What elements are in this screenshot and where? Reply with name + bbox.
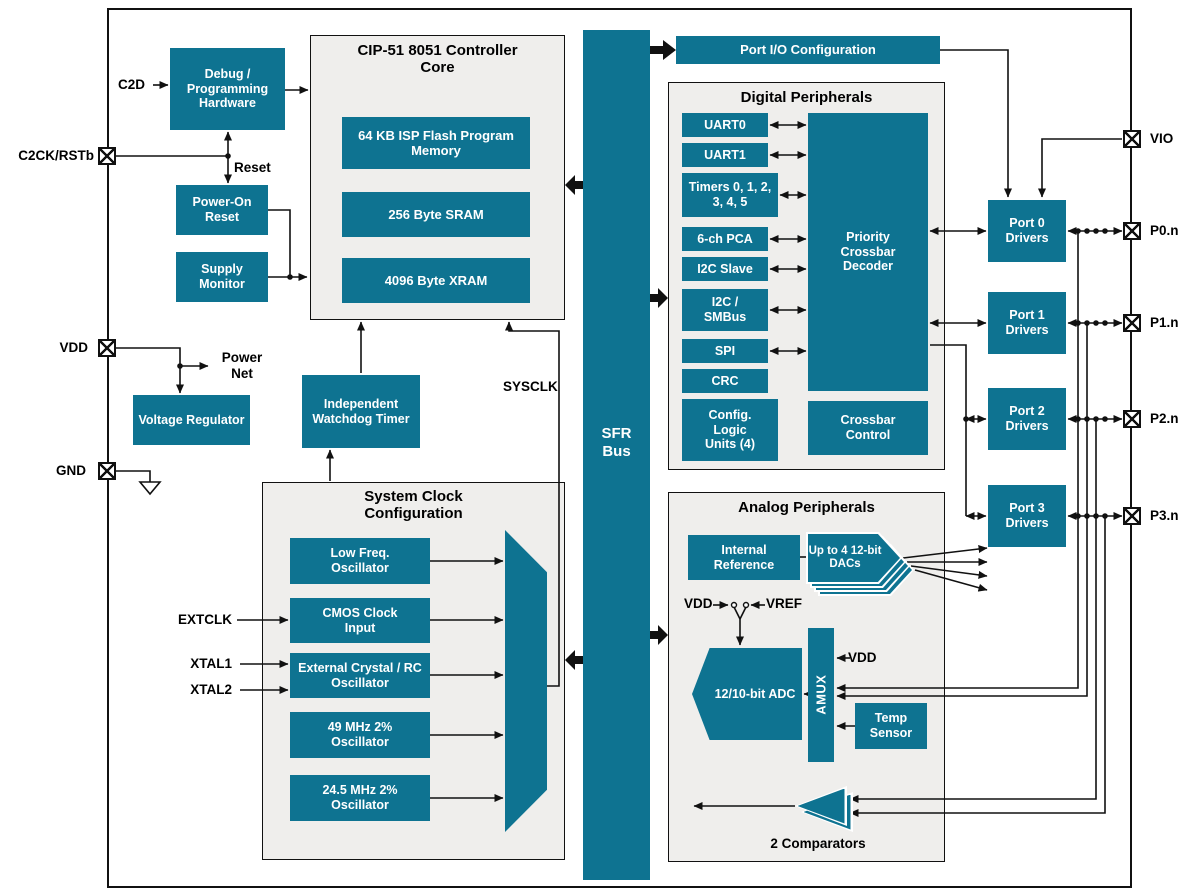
p0-pin-label: P0.n <box>1150 223 1179 238</box>
power-net-label: Power Net <box>221 350 263 381</box>
comparators-caption: 2 Comparators <box>770 836 866 851</box>
p3-pin-label: P3.n <box>1150 508 1179 523</box>
vdd-pin-label: VDD <box>59 340 88 355</box>
i2c-slave-block: I2C Slave <box>682 257 768 281</box>
xtal2-label: XTAL2 <box>190 682 232 697</box>
gnd-pin-label: GND <box>56 463 86 478</box>
flash-memory-block: 64 KB ISP Flash Program Memory <box>342 117 530 169</box>
spi-block: SPI <box>682 339 768 363</box>
supply-monitor-block: Supply Monitor <box>176 252 268 302</box>
i2c-smbus-block: I2C / SMBus <box>682 289 768 331</box>
vdd-switch-label: VDD <box>684 596 713 611</box>
sysclk-label: SYSCLK <box>503 379 558 394</box>
reset-net-label: Reset <box>234 160 271 175</box>
timers-block: Timers 0, 1, 2, 3, 4, 5 <box>682 173 778 217</box>
p2-pin <box>1123 410 1141 428</box>
digital-peripherals-title: Digital Peripherals <box>668 89 945 106</box>
extclk-label: EXTCLK <box>178 612 232 627</box>
sram-block: 256 Byte SRAM <box>342 192 530 237</box>
clock-mux-shape <box>505 530 547 832</box>
system-clock-title-text: System Clock Configuration <box>364 488 463 523</box>
internal-reference-block: Internal Reference <box>688 535 800 580</box>
analog-peripherals-title: Analog Peripherals <box>668 499 945 516</box>
vio-pin <box>1123 130 1141 148</box>
gnd-pin <box>98 462 116 480</box>
xram-block: 4096 Byte XRAM <box>342 258 530 303</box>
port3-drivers-block: Port 3 Drivers <box>988 485 1066 547</box>
p1-pin-label: P1.n <box>1150 315 1179 330</box>
osc-24mhz-block: 24.5 MHz 2% Oscillator <box>290 775 430 821</box>
system-clock-title: System Clock Configuration <box>262 488 565 523</box>
adc-block: 12/10-bit ADC <box>692 648 802 740</box>
pca-block: 6-ch PCA <box>682 227 768 251</box>
chip-boundary <box>107 8 1132 888</box>
vdd-amux-label: VDD <box>848 650 877 665</box>
c2d-label: C2D <box>118 77 146 92</box>
crc-block: CRC <box>682 369 768 393</box>
low-freq-oscillator-block: Low Freq. Oscillator <box>290 538 430 584</box>
p2-pin-label: P2.n <box>1150 411 1179 426</box>
vref-label: VREF <box>766 596 803 611</box>
digital-peripherals-title-text: Digital Peripherals <box>740 89 873 106</box>
p0-pin <box>1123 222 1141 240</box>
amux-block: AMUX <box>808 628 834 762</box>
cip51-core-title-text: CIP-51 8051 Controller Core <box>357 42 518 77</box>
dac-block: Up to 4 12-bit DACs <box>806 532 902 584</box>
vio-pin-label: VIO <box>1150 131 1174 146</box>
uart0-block: UART0 <box>682 113 768 137</box>
crossbar-control-block: Crossbar Control <box>808 401 928 455</box>
vdd-pin <box>98 339 116 357</box>
sfr-bus-label: SFR Bus <box>601 425 632 460</box>
config-logic-units-block: Config. Logic Units (4) <box>682 399 778 461</box>
amux-label: AMUX <box>813 674 829 716</box>
priority-crossbar-decoder-block: Priority Crossbar Decoder <box>808 113 928 391</box>
dac-block-label: Up to 4 12-bit DACs <box>808 534 900 582</box>
p1-pin <box>1123 314 1141 332</box>
port1-drivers-block: Port 1 Drivers <box>988 292 1066 354</box>
osc-49mhz-block: 49 MHz 2% Oscillator <box>290 712 430 758</box>
c2ck-rstb-pin-label: C2CK/RSTb <box>18 148 94 163</box>
temp-sensor-block: Temp Sensor <box>855 703 927 749</box>
cip51-core-title: CIP-51 8051 Controller Core <box>310 42 565 77</box>
analog-peripherals-title-text: Analog Peripherals <box>738 499 875 516</box>
watchdog-timer-block: Independent Watchdog Timer <box>302 375 420 448</box>
debug-programming-hardware-block: Debug / Programming Hardware <box>170 48 285 130</box>
external-crystal-oscillator-block: External Crystal / RC Oscillator <box>290 653 430 698</box>
power-on-reset-block: Power-On Reset <box>176 185 268 235</box>
p3-pin <box>1123 507 1141 525</box>
cmos-clock-input-block: CMOS Clock Input <box>290 598 430 643</box>
xtal1-label: XTAL1 <box>190 656 232 671</box>
port0-drivers-block: Port 0 Drivers <box>988 200 1066 262</box>
port-io-configuration-block: Port I/O Configuration <box>676 36 940 64</box>
sfr-bus-block: SFR Bus <box>583 30 650 880</box>
voltage-regulator-block: Voltage Regulator <box>133 395 250 445</box>
c2ck-rstb-pin <box>98 147 116 165</box>
uart1-block: UART1 <box>682 143 768 167</box>
port2-drivers-block: Port 2 Drivers <box>988 388 1066 450</box>
